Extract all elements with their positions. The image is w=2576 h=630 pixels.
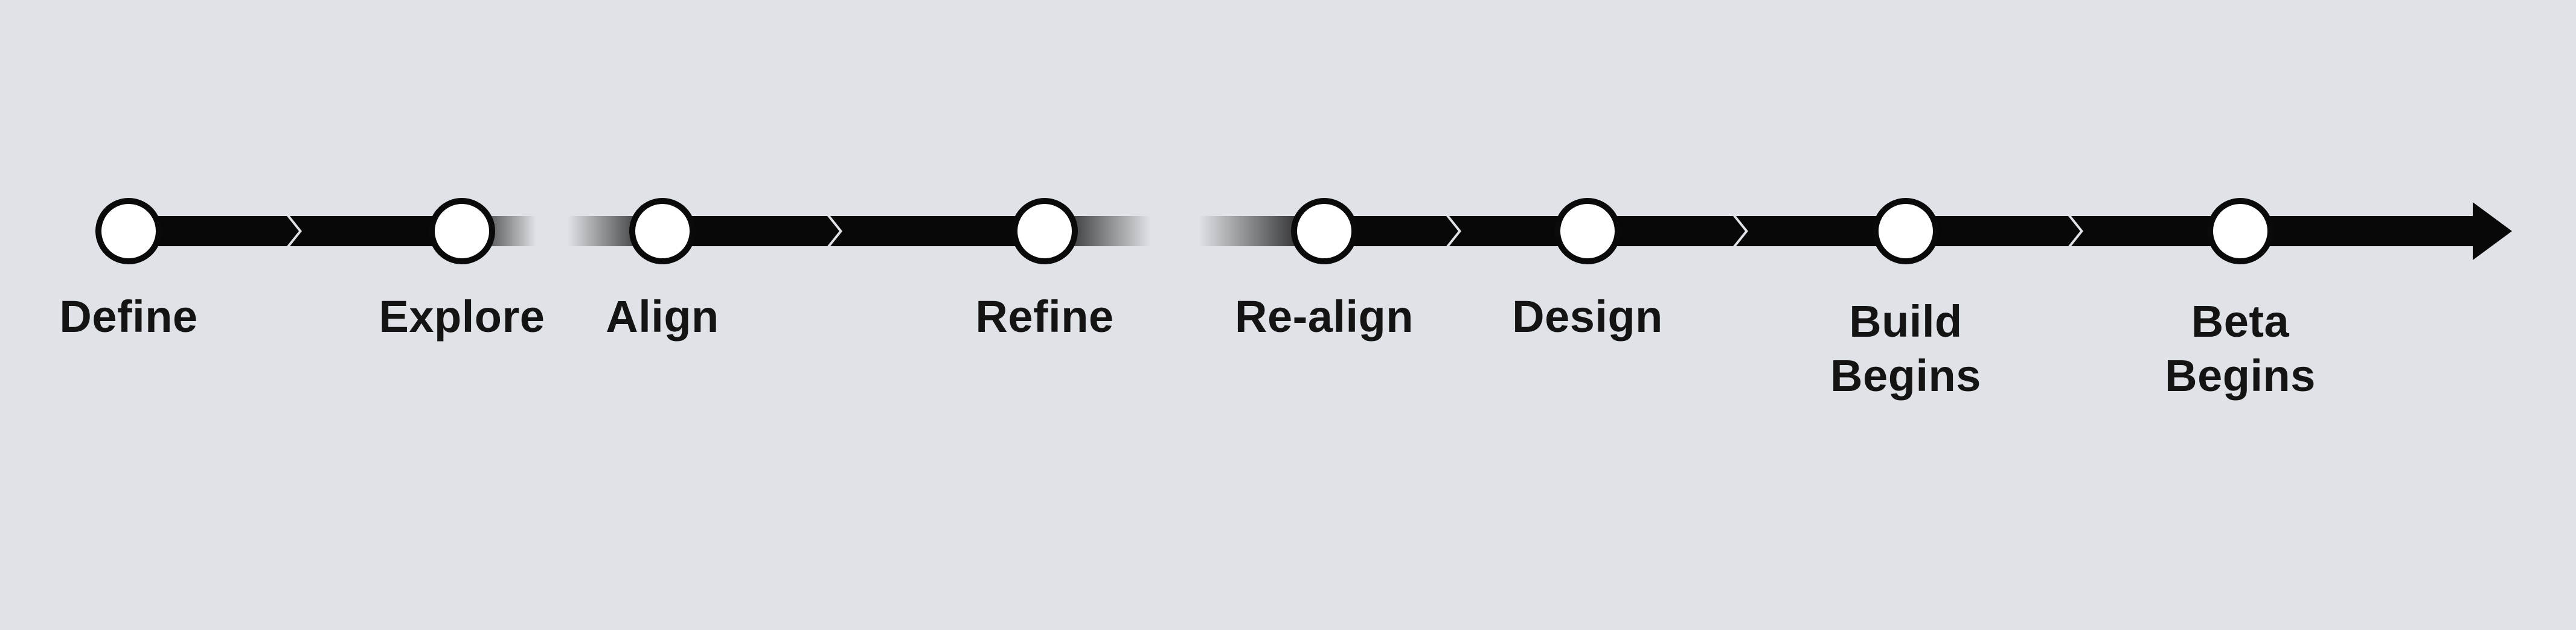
segment-refine-a xyxy=(830,216,1045,246)
milestone-node-build-begins xyxy=(1873,198,1939,264)
milestone-label-build-begins: Build Begins xyxy=(1830,296,1981,401)
milestone-label-refine: Refine xyxy=(975,291,1114,342)
timeline-nodes xyxy=(95,198,2273,264)
segment-realign xyxy=(1324,216,1458,246)
segment-define xyxy=(127,216,299,246)
segment-explore-a xyxy=(290,216,460,246)
milestone-label-beta-begins: Beta Begins xyxy=(2165,296,2316,401)
arrow-head-icon xyxy=(2473,202,2512,260)
milestone-label-align: Align xyxy=(606,291,719,342)
milestone-label-define: Define xyxy=(59,291,198,342)
milestone-node-re-align xyxy=(1291,198,1357,264)
milestone-node-design xyxy=(1554,198,1621,264)
milestone-node-beta-begins xyxy=(2207,198,2273,264)
milestone-label-explore: Explore xyxy=(379,291,545,342)
milestone-node-refine xyxy=(1011,198,1078,264)
milestone-node-explore xyxy=(429,198,495,264)
milestone-node-align xyxy=(629,198,696,264)
milestone-node-define xyxy=(95,198,162,264)
milestone-label-design: Design xyxy=(1512,291,1663,342)
milestone-label-re-align: Re-align xyxy=(1235,291,1414,342)
segment-align xyxy=(664,216,839,246)
